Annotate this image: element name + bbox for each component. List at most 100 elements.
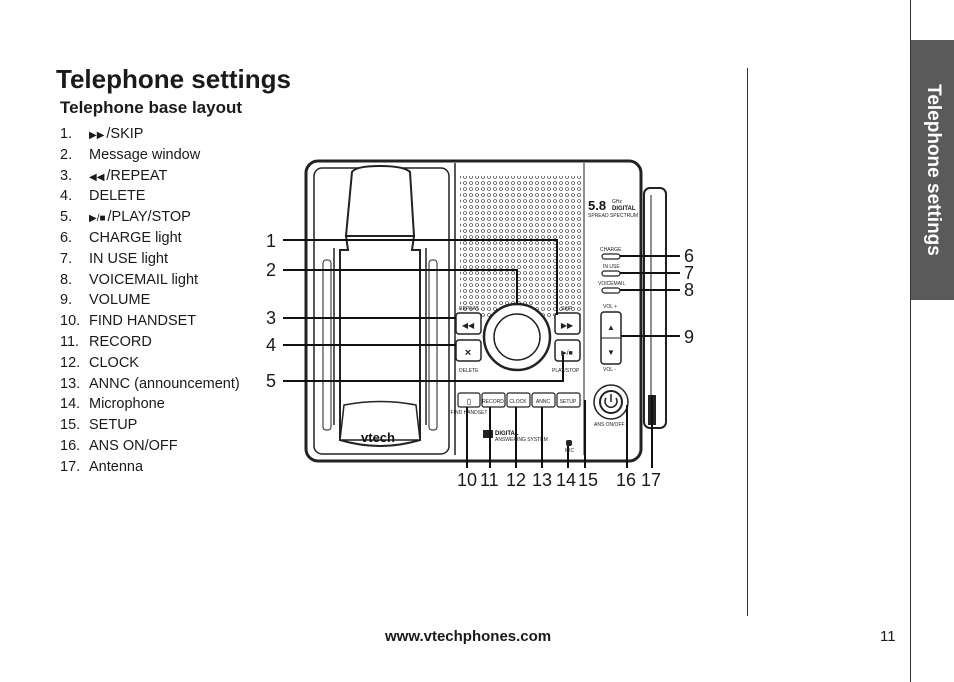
freq-logo: 5.8 GHz DIGITAL SPREAD SPECTRUM [588, 198, 638, 219]
skip-label: SKIP [561, 306, 573, 312]
delete-icon: × [465, 347, 471, 359]
microphone-icon [566, 440, 572, 446]
repeat-label: REPEAT [459, 306, 479, 312]
annc-button[interactable] [531, 392, 556, 408]
item-label: VOLUME [89, 292, 151, 309]
vol-up-icon: ▲ [607, 323, 615, 332]
callout-label: 12 [506, 470, 526, 490]
setup-button[interactable] [556, 392, 581, 408]
power-icon [604, 397, 618, 408]
list-item: 12. CLOCK [60, 353, 240, 374]
item-number: 4. [60, 188, 73, 205]
item-label: /REPEAT [106, 167, 168, 184]
speaker-grill [460, 176, 581, 318]
callout-label: 13 [532, 470, 552, 490]
message-window [493, 313, 541, 361]
in-use-label: IN USE [603, 264, 620, 270]
voicemail-light [601, 287, 621, 294]
list-item: 10.FIND HANDSET [60, 311, 240, 332]
item-label: CLOCK [89, 354, 139, 371]
callout-label: 16 [616, 470, 636, 490]
list-item: 9. VOLUME [60, 290, 240, 311]
callout-label: 11 [480, 470, 499, 490]
page-number: 11 [880, 628, 896, 645]
mic-label: MIC [565, 448, 575, 454]
brand-logo: vtech [361, 430, 395, 445]
clock-label: CLOCK [509, 399, 527, 405]
charge-light [601, 253, 621, 260]
item-label: CHARGE light [89, 229, 182, 246]
skip-button[interactable] [554, 312, 581, 335]
callout-label: 6 [684, 246, 694, 266]
item-number: 14. [60, 396, 81, 413]
column-divider [747, 68, 748, 616]
item-number: 9. [60, 292, 73, 309]
antenna [643, 187, 667, 429]
item-label: /PLAY/STOP [107, 209, 191, 226]
item-number: 13. [60, 375, 81, 392]
item-label: FIND HANDSET [89, 313, 197, 330]
delete-button[interactable] [455, 339, 482, 362]
play-stop-icon: ▶/■ [561, 350, 573, 357]
play-stop-button[interactable] [554, 339, 581, 362]
margin-rule [910, 0, 911, 682]
callout-label: 1 [266, 231, 276, 251]
find-handset-button[interactable] [457, 392, 481, 408]
callout-label: 4 [266, 335, 276, 355]
svg-text:SPREAD SPECTRUM: SPREAD SPECTRUM [588, 213, 638, 219]
section-tab-label: Telephone settings [922, 84, 944, 256]
record-button[interactable] [481, 392, 506, 408]
list-item: 1.▶▶/SKIP [60, 124, 240, 145]
item-number: 17. [60, 458, 81, 475]
list-item: 8.VOICEMAIL light [60, 270, 240, 291]
callout-label: 10 [457, 470, 477, 490]
in-use-light [601, 270, 621, 277]
item-number: 12. [60, 354, 81, 371]
rewind-icon: ◀◀ [89, 171, 105, 183]
clock-button[interactable] [506, 392, 531, 408]
list-item: 16.ANS ON/OFF [60, 436, 240, 457]
fast-forward-icon: ▶▶ [561, 321, 574, 330]
annc-label: ANNC [536, 399, 551, 405]
record-label: RECORD [482, 399, 504, 405]
charge-label: CHARGE [600, 247, 622, 253]
callout-label: 3 [266, 308, 276, 328]
list-item: 13.ANNC (announcement) [60, 374, 240, 395]
list-item: 15.SETUP [60, 415, 240, 436]
item-label: Message window [89, 146, 201, 163]
play-stop-icon: ▶/■ [89, 213, 106, 225]
callout-label: 15 [578, 470, 598, 490]
page-title: Telephone settings [56, 64, 291, 94]
item-label: RECORD [89, 333, 152, 350]
handset: vtech [322, 164, 438, 447]
list-item: 5. ▶/■/PLAY/STOP [60, 207, 240, 228]
item-number: 7. [60, 250, 73, 267]
vol-up-label: VOL + [603, 304, 617, 310]
item-number: 11. [60, 333, 80, 350]
section-tab: Telephone settings [911, 40, 954, 300]
item-number: 5. [60, 209, 73, 226]
find-handset-label: FIND HANDSET [451, 410, 488, 416]
svg-text:5.8: 5.8 [588, 198, 606, 213]
handset-icon: ▯ [467, 397, 471, 406]
ans-on-off-label: ANS ON/OFF [594, 422, 625, 428]
rewind-icon: ◀◀ [462, 321, 475, 330]
list-item: 6.CHARGE light [60, 228, 240, 249]
callout-label: 8 [684, 280, 694, 300]
item-label: Microphone [89, 396, 165, 413]
list-item: 17.Antenna [60, 457, 240, 478]
item-label: VOICEMAIL light [89, 271, 199, 288]
callout-label: 2 [266, 260, 276, 280]
svg-text:DIGITAL: DIGITAL [612, 206, 636, 212]
list-item: 11. RECORD [60, 332, 240, 353]
list-item: 3. ◀◀/REPEAT [60, 166, 240, 187]
list-item: 2.Message window [60, 145, 240, 166]
item-number: 3. [60, 167, 73, 184]
item-label: /SKIP [106, 126, 144, 142]
repeat-button[interactable] [455, 312, 482, 335]
item-label: SETUP [89, 417, 138, 434]
callout-label: 14 [556, 470, 576, 490]
list-item: 7.IN USE light [60, 249, 240, 270]
item-number: 1. [60, 126, 73, 142]
